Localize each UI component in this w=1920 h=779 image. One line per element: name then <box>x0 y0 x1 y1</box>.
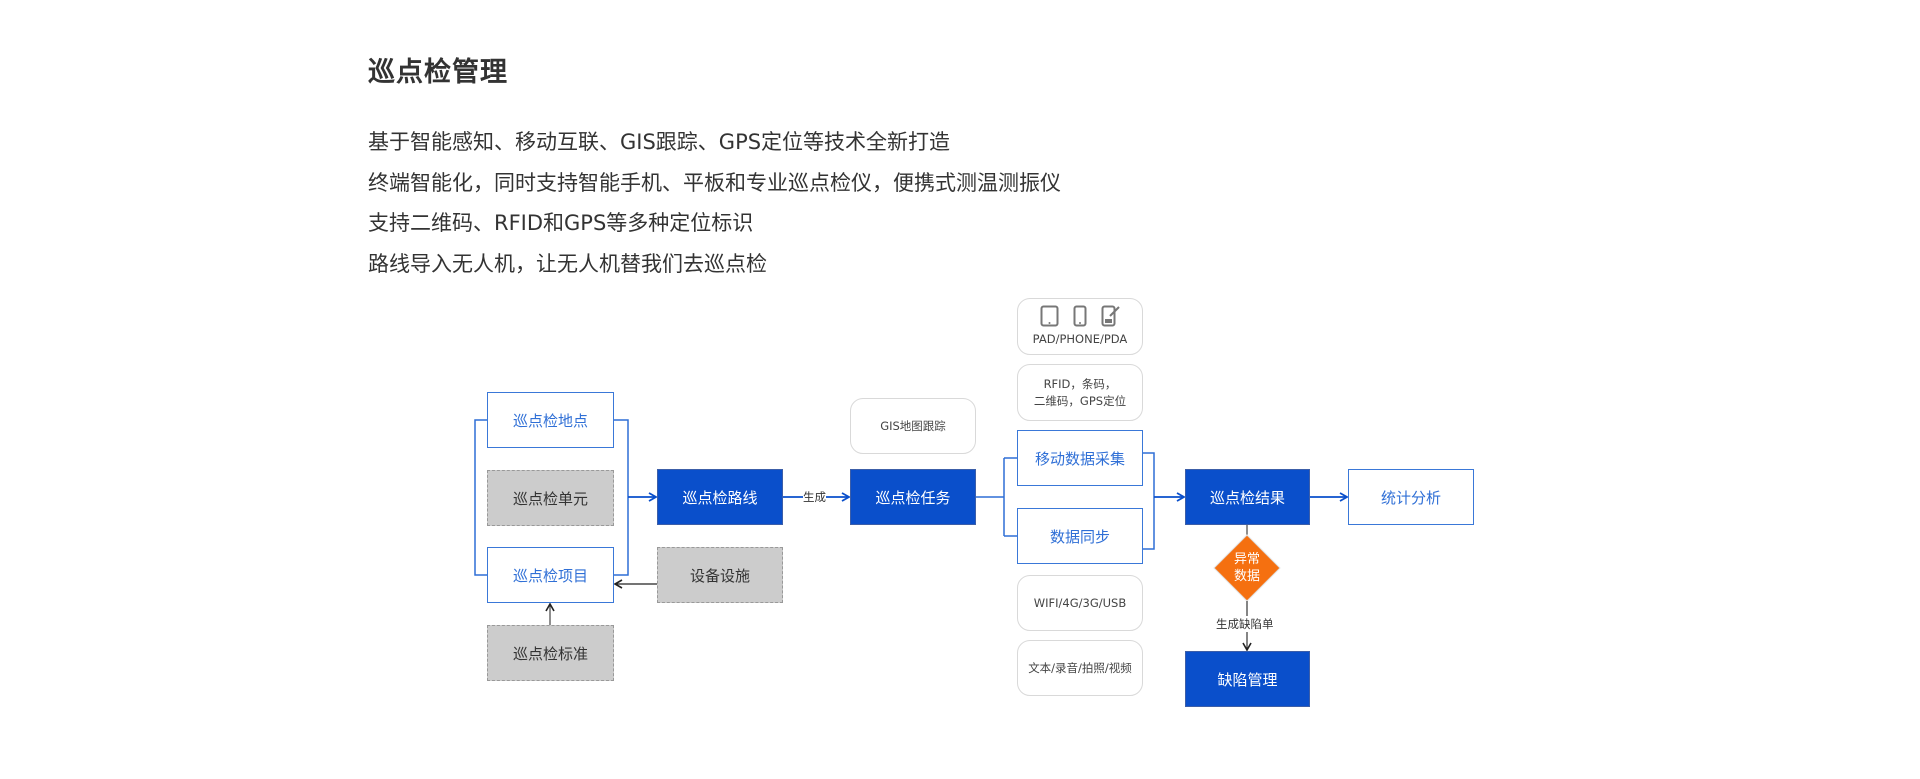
card-devices: PAD/PHONE/PDA <box>1017 298 1143 355</box>
description: 基于智能感知、移动互联、GIS跟踪、GPS定位等技术全新打造 终端智能化，同时支… <box>368 122 1061 284</box>
node-defect: 缺陷管理 <box>1185 651 1310 707</box>
description-line: 路线导入无人机，让无人机替我们去巡点检 <box>368 251 767 276</box>
node-item: 巡点检项目 <box>487 547 614 603</box>
card-positioning: RFID，条码， 二维码，GPS定位 <box>1017 364 1143 421</box>
right-bracket <box>614 419 629 576</box>
abnormal-line: 异常 <box>1233 552 1260 567</box>
node-standard: 巡点检标准 <box>487 625 614 681</box>
page-title: 巡点检管理 <box>368 57 508 88</box>
positioning-line: 二维码，GPS定位 <box>1033 393 1127 408</box>
positioning-line: RFID，条码， <box>1043 376 1117 391</box>
phone-icon <box>1073 305 1086 327</box>
edge-label-generate-defect: 生成缺陷单 <box>1216 616 1274 632</box>
node-data-sync: 数据同步 <box>1017 508 1143 564</box>
node-mobile-collection: 移动数据采集 <box>1017 430 1143 486</box>
tablet-icon <box>1040 305 1058 327</box>
pda-icon <box>1101 305 1120 327</box>
devices-label: PAD/PHONE/PDA <box>1032 332 1128 346</box>
card-network: WIFI/4G/3G/USB <box>1017 575 1143 631</box>
description-line: 支持二维码、RFID和GPS等多种定位标识 <box>368 211 754 235</box>
left-bracket <box>474 419 487 576</box>
node-unit: 巡点检单元 <box>487 470 614 526</box>
merge-branch <box>1142 452 1155 550</box>
card-gis: GIS地图跟踪 <box>850 398 976 454</box>
node-location: 巡点检地点 <box>487 392 614 448</box>
description-line: 基于智能感知、移动互联、GIS跟踪、GPS定位等技术全新打造 <box>368 130 951 154</box>
card-media: 文本/录音/拍照/视频 <box>1017 640 1143 696</box>
node-route: 巡点检路线 <box>657 469 783 525</box>
node-equipment: 设备设施 <box>657 547 783 603</box>
task-branch <box>976 457 1017 537</box>
edge-label-generate: 生成 <box>803 489 826 505</box>
description-line: 终端智能化，同时支持智能手机、平板和专业巡点检仪，便携式测温测振仪 <box>368 170 1061 195</box>
abnormal-data-label: 异常 数据 <box>1227 551 1267 585</box>
node-result: 巡点检结果 <box>1185 469 1310 525</box>
abnormal-line: 数据 <box>1233 569 1260 584</box>
node-statistics: 统计分析 <box>1348 469 1474 525</box>
node-task: 巡点检任务 <box>850 469 976 525</box>
